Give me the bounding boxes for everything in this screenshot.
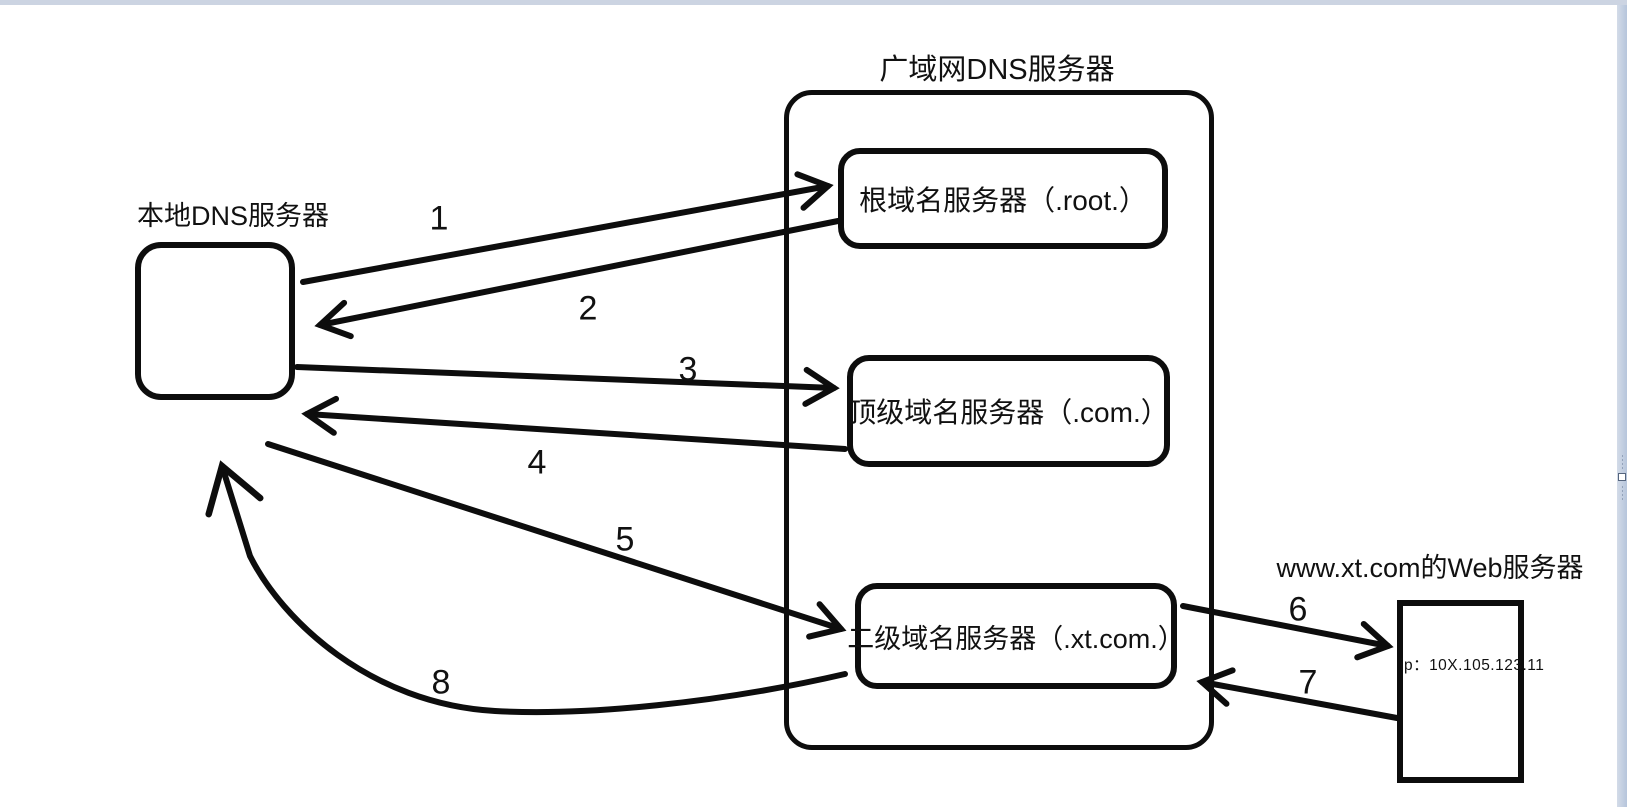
arrow-step-4 xyxy=(301,395,848,452)
selection-dash-top xyxy=(1622,455,1623,469)
step-label-4: 4 xyxy=(527,443,547,482)
step-label-5: 5 xyxy=(615,520,635,559)
tld-dns-box: 顶级域名服务器（.com.） xyxy=(847,355,1170,467)
wan-dns-container xyxy=(784,90,1214,750)
step-label-6: 6 xyxy=(1288,590,1308,629)
selection-dash-bottom xyxy=(1622,486,1623,500)
local-dns-box xyxy=(135,242,295,400)
step-label-2: 2 xyxy=(578,289,598,328)
tld-dns-label: 顶级域名服务器（.com.） xyxy=(848,397,1169,428)
wan-dns-title: 广域网DNS服务器 xyxy=(879,54,1115,86)
step-label-7: 7 xyxy=(1298,663,1318,702)
web-server-ip: ip：10X.105.123.11 xyxy=(1400,657,1545,674)
image-resize-handle[interactable] xyxy=(1618,473,1626,481)
web-server-title: www.xt.com的Web服务器 xyxy=(1276,553,1584,583)
arrow-step-8 xyxy=(205,460,848,716)
step-label-1: 1 xyxy=(429,199,449,238)
step-label-8: 8 xyxy=(431,663,451,702)
step-label-3: 3 xyxy=(678,350,698,389)
sld-dns-box: 二级域名服务器（.xt.com.） xyxy=(847,583,1185,689)
window-right-strip xyxy=(1617,5,1627,807)
arrow-step-1 xyxy=(300,171,834,285)
root-dns-box: 根域名服务器（.root.） xyxy=(838,148,1168,249)
root-dns-label: 根域名服务器（.root.） xyxy=(859,184,1147,216)
local-dns-title: 本地DNS服务器 xyxy=(136,201,329,231)
window-top-strip xyxy=(0,0,1627,5)
arrow-step-5 xyxy=(265,441,847,640)
sld-dns-label: 二级域名服务器（.xt.com.） xyxy=(847,623,1185,654)
web-server-box xyxy=(1397,600,1524,783)
arrow-step-3 xyxy=(294,364,840,407)
